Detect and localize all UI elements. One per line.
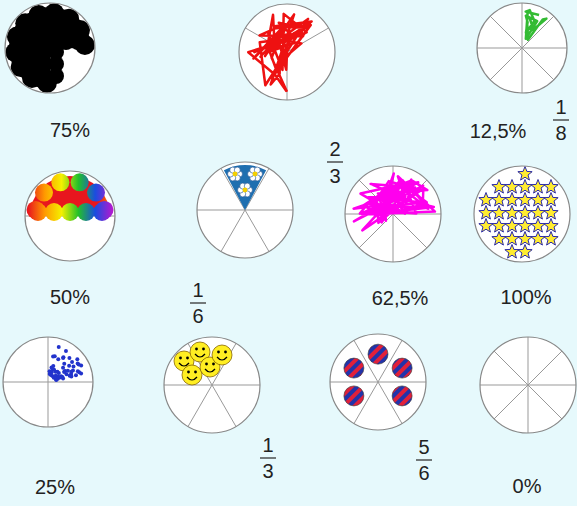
percent-label: 50% [50,286,90,308]
fraction-circle [474,166,570,262]
fraction-denominator: 8 [555,122,566,144]
fraction-bar [553,119,569,120]
division-line [212,385,260,386]
division-line [221,210,245,252]
division-line [522,48,523,93]
percent-label: 0% [513,475,542,497]
division-line [522,48,567,49]
division-line [477,48,522,49]
division-line [245,168,269,210]
fraction-numerator: 2 [329,138,340,160]
fraction-bar [260,457,276,458]
fill-picture [354,174,435,231]
percent-label: 100% [500,286,551,308]
fraction-bar [416,459,432,460]
division-line [245,210,269,252]
fraction-numerator: 1 [192,279,203,301]
fill-picture [526,10,547,40]
fraction-circle [239,4,335,100]
fraction-numerator: 1 [262,434,273,456]
fraction-denominator: 3 [329,165,340,187]
division-line [212,385,236,427]
fill-picture [224,165,266,210]
fraction-circle [164,337,260,433]
fraction-denominator: 6 [192,305,203,327]
division-line [528,337,529,385]
fraction-denominator: 6 [418,462,429,484]
fraction-circle [25,171,115,261]
fraction-numerator: 5 [418,436,429,458]
percent-label: 62,5% [372,287,429,309]
percent-label: 12,5% [470,120,527,142]
fill-picture [344,344,412,406]
fill-picture [5,3,95,93]
fraction-denominator: 3 [262,460,273,482]
fraction-bar [327,161,343,162]
division-line [48,382,49,427]
division-line [528,385,576,386]
fill-picture [479,167,558,259]
fill-picture [248,14,311,92]
fill-picture [174,342,232,385]
division-line [221,168,245,210]
fraction-circle [345,166,441,262]
fraction-circle [5,3,95,93]
percent-label: 25% [35,476,75,498]
division-line [164,385,212,386]
fraction-circle [197,162,293,258]
division-line [490,48,522,80]
division-line [188,385,212,427]
fraction-circle [3,337,93,427]
fraction-circle [477,3,567,93]
fraction-circle [480,337,576,433]
division-line [528,351,562,385]
division-line [330,382,378,383]
division-line [197,210,245,211]
division-line [393,214,394,262]
division-line [359,214,393,248]
fraction-circle [330,334,426,430]
division-line [378,382,426,383]
division-line [522,3,523,48]
division-line [528,385,529,433]
division-line [480,385,528,386]
division-line [245,210,293,211]
fill-picture [27,173,114,221]
division-line [48,382,93,383]
division-line [494,351,528,385]
division-line [393,214,427,248]
fraction-bar [190,302,206,303]
division-line [494,385,528,419]
fill-picture [48,345,84,382]
fraction-numerator: 1 [555,96,566,118]
division-line [490,16,522,48]
division-line [522,48,554,80]
percent-label: 75% [50,119,90,141]
division-line [3,382,48,383]
division-line [528,385,562,419]
